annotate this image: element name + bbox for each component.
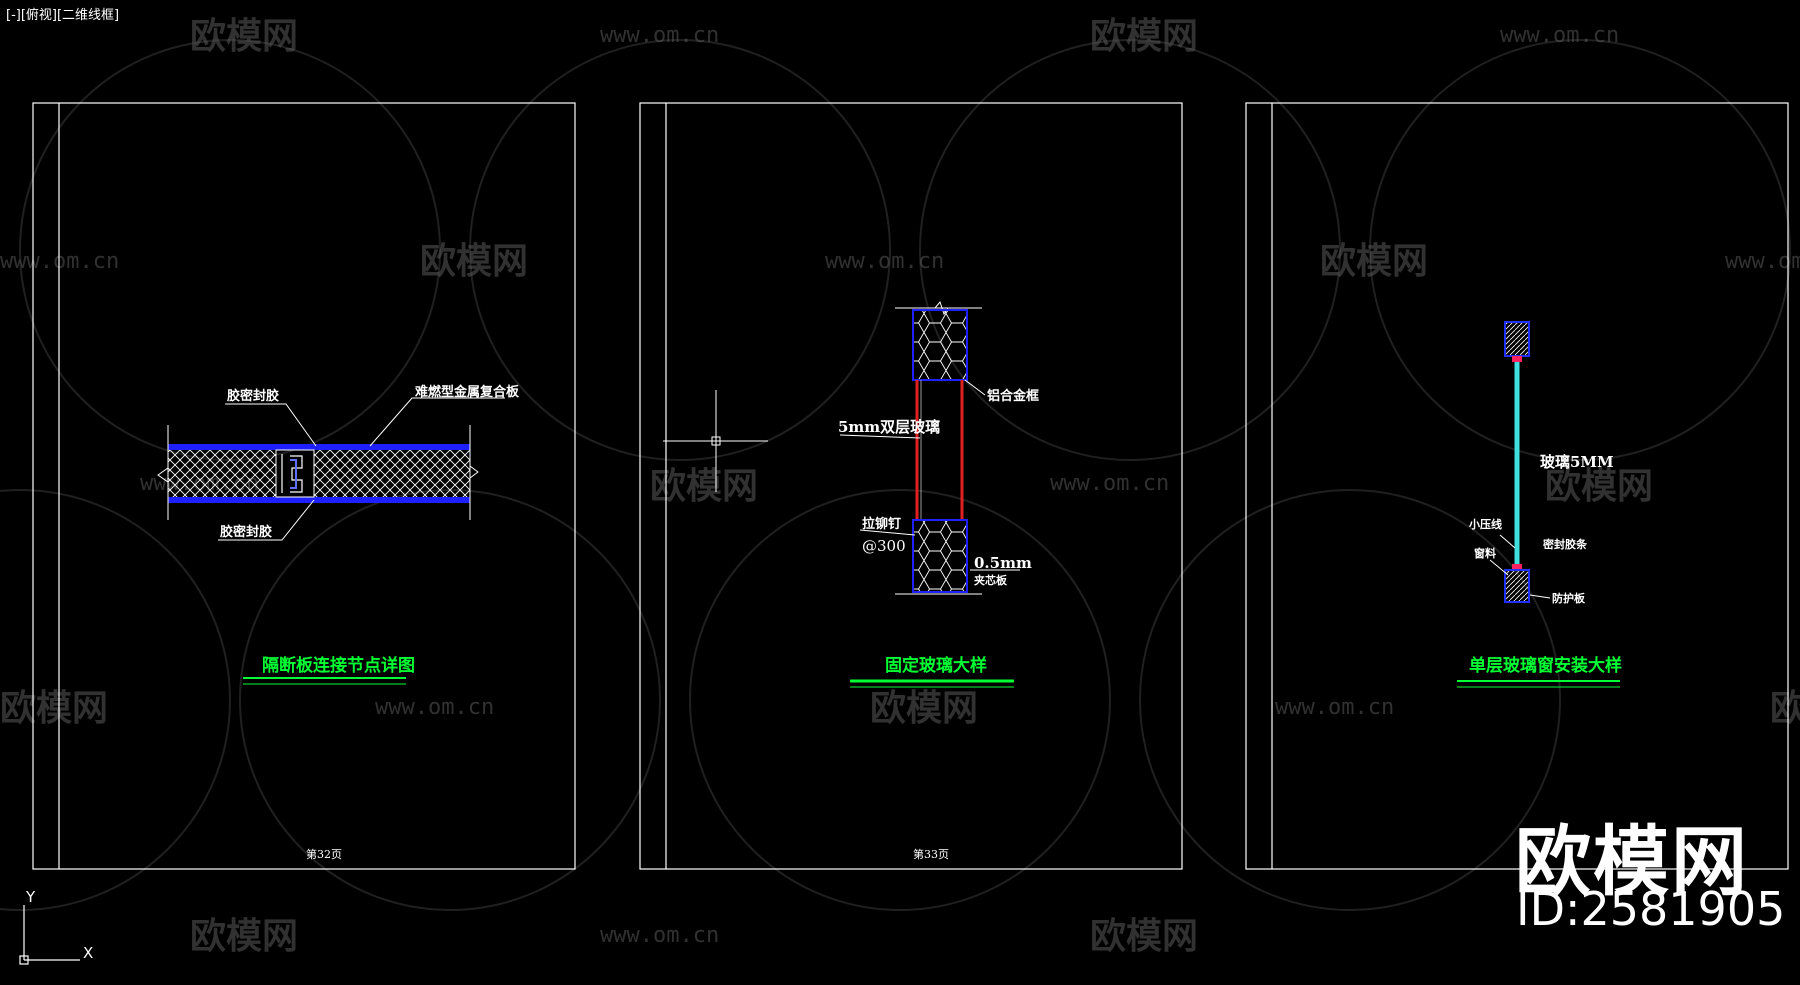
- viewport-controls-label[interactable]: [-][俯视][二维线框]: [6, 8, 120, 23]
- watermark-brand: 欧模网: [1320, 241, 1428, 282]
- watermark-brand: 欧模网: [1770, 688, 1800, 729]
- label-sealant-bottom: 胶密封胶: [220, 524, 272, 540]
- watermark-url: www.om.cn: [375, 695, 494, 720]
- ucs-y-label: Y: [25, 888, 36, 906]
- watermark-brand: 欧模网: [190, 916, 298, 957]
- ucs-x-label: X: [83, 944, 93, 962]
- watermark-brand: 欧模网: [1090, 16, 1198, 57]
- label-double-glass: 5mm双层玻璃: [838, 418, 940, 436]
- watermark-url: www.om.cn: [0, 249, 119, 274]
- sheet-2-page: 第33页: [913, 847, 949, 861]
- watermark-url: www.om.cn: [1500, 23, 1619, 48]
- sheet-3[interactable]: 玻璃5MM 小压线 密封胶条 窗料 防护板 单层玻璃窗安装大样: [1245, 102, 1789, 870]
- label-seal-strip: 密封胶条: [1543, 537, 1588, 551]
- sheet-1-title: 隔断板连接节点详图: [262, 655, 415, 676]
- watermark-url: www.om.cn: [600, 923, 719, 948]
- watermark-brand: 欧模网: [0, 688, 108, 729]
- label-sealant-top: 胶密封胶: [227, 388, 279, 404]
- label-guard-plate: 防护板: [1552, 591, 1586, 605]
- label-rivet: 拉铆钉: [862, 516, 901, 532]
- sheet-2-title: 固定玻璃大样: [885, 655, 987, 676]
- watermark-brand: 欧模网: [650, 466, 758, 507]
- label-sandwich-panel: 夹芯板: [974, 573, 1008, 587]
- partition-panel-detail[interactable]: [157, 397, 505, 541]
- ucs-icon: [19, 905, 80, 965]
- crosshair-cursor: [663, 390, 768, 492]
- sheet-2[interactable]: 铝合金框 5mm双层玻璃 拉铆钉 @300 0.5mm 夹芯板 固定玻璃大样 第…: [639, 102, 1183, 870]
- label-bead: 小压线: [1468, 517, 1502, 531]
- watermark-url: www.om.cn: [1725, 249, 1800, 274]
- brand-logo-text: 欧模网: [1515, 817, 1749, 906]
- watermark-url: www.om.cn: [1050, 471, 1169, 496]
- fixed-glass-detail[interactable]: [839, 300, 1020, 595]
- watermark-url: www.om.cn: [600, 23, 719, 48]
- sheet-1[interactable]: 胶密封胶 难燃型金属复合板 胶密封胶 隔断板连接节点详图 第32页: [32, 102, 576, 870]
- watermark-url: www.om.cn: [1275, 695, 1394, 720]
- label-thickness: 0.5mm: [974, 554, 1032, 572]
- label-window-frame: 窗料: [1474, 546, 1496, 560]
- brand-id: ID:2581905: [1516, 882, 1786, 936]
- watermark-url: www.om.cn: [825, 249, 944, 274]
- label-aluminum-frame: 铝合金框: [987, 388, 1039, 404]
- label-glass-5mm: 玻璃5MM: [1540, 453, 1614, 471]
- watermark-brand: 欧模网: [190, 16, 298, 57]
- watermark-brand: 欧模网: [1545, 466, 1653, 507]
- label-composite-board: 难燃型金属复合板: [414, 384, 520, 400]
- watermark-brand: 欧模网: [1090, 916, 1198, 957]
- single-glass-window-detail[interactable]: [1489, 321, 1551, 603]
- label-rivet-spacing: @300: [862, 537, 906, 555]
- watermark-brand: 欧模网: [420, 241, 528, 282]
- watermark-brand: 欧模网: [870, 688, 978, 729]
- sheet-3-title: 单层玻璃窗安装大样: [1469, 655, 1622, 676]
- sheet-1-page: 第32页: [306, 847, 342, 861]
